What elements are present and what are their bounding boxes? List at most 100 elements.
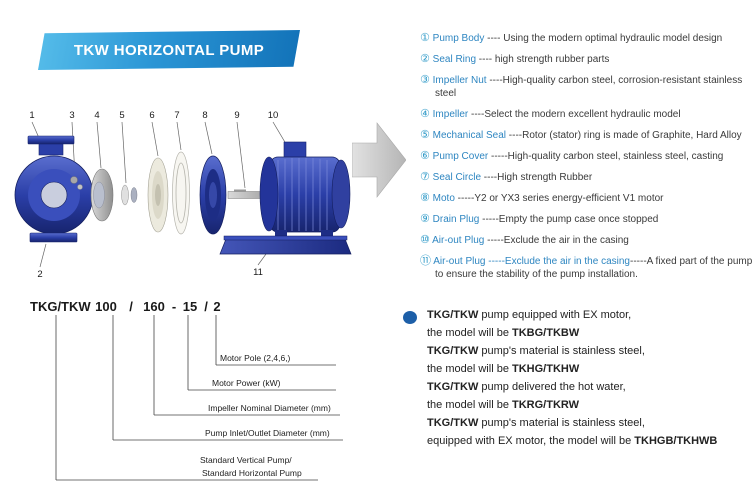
note-line: the model will be TKHG/TKHW — [427, 360, 756, 378]
diagram-number-6: 6 — [149, 110, 154, 121]
pump-exploded-diagram: 1 3 4 5 6 7 8 9 10 2 11 — [14, 110, 352, 280]
part-description: ----Select the modern excellent hydrauli… — [468, 109, 681, 120]
part-name: Pump Cover — [432, 151, 489, 162]
part-item-7: ⑦ Seal Circle ----High strength Rubber — [420, 171, 754, 184]
part-name: Moto — [432, 193, 455, 204]
model-label-standard-2: Standard Horizontal Pump — [202, 468, 302, 478]
note-item-2: TKG/TKW pump's material is stainless ste… — [427, 342, 756, 378]
diagram-number-11: 11 — [253, 267, 263, 278]
part-description: -----Exclude the air in the casing — [484, 235, 629, 246]
note-text: pump delivered the hot water, — [478, 381, 626, 393]
part-numbers: 1 3 4 5 6 7 8 9 10 2 11 — [29, 110, 278, 280]
motor-bracket-part — [199, 155, 227, 235]
part-number: ⑤ — [420, 129, 430, 141]
part-number: ⑧ — [420, 192, 430, 204]
model-label-power: Motor Power (kW) — [212, 378, 281, 388]
part-description: ----High strength Rubber — [481, 172, 593, 183]
part-item-3: ③ Impeller Nut ----High-quality carbon s… — [420, 74, 754, 100]
note-text: the model will be — [427, 363, 512, 375]
diagram-number-9: 9 — [234, 110, 239, 121]
part-name: Impeller — [432, 109, 469, 120]
motor-part — [259, 141, 351, 238]
part-description: ----High-quality carbon steel, corrosion… — [435, 75, 743, 99]
note-series: TKG/TKW — [427, 417, 479, 429]
model-labels: Motor Pole (2,4,6,) Motor Power (kW) Imp… — [200, 353, 331, 478]
model-code-pole: 2 — [213, 299, 220, 314]
diagram-number-3: 3 — [69, 110, 74, 121]
note-series: TKG/TKW — [427, 381, 479, 393]
part-number: ③ — [420, 74, 430, 86]
title-banner: TKW HORIZONTAL PUMP — [38, 30, 300, 70]
part-item-5: ⑤ Mechanical Seal ----Rotor (stator) rin… — [420, 129, 754, 142]
flow-arrow-icon — [352, 122, 406, 198]
diagram-number-2: 2 — [37, 269, 42, 280]
model-label-pole: Motor Pole (2,4,6,) — [220, 353, 291, 363]
part-name: Impeller Nut — [432, 75, 487, 86]
note-text: pump's material is stainless steel, — [478, 345, 645, 357]
part-number: ⑪ — [420, 255, 431, 267]
diagram-number-4: 4 — [94, 110, 99, 121]
model-callout-lines — [55, 315, 343, 481]
note-line: TKG/TKW pump's material is stainless ste… — [427, 342, 756, 360]
note-text: equipped with EX motor, the model will b… — [427, 435, 635, 447]
seal-circle-part — [172, 151, 190, 235]
model-notes: TKG/TKW pump equipped with EX motor, the… — [398, 306, 756, 450]
parts-list: ① Pump Body ---- Using the modern optima… — [420, 32, 754, 289]
model-code-series: TKG/TKW — [30, 299, 91, 314]
page-title: TKW HORIZONTAL PUMP — [73, 41, 265, 59]
model-code-slash-2: / — [204, 299, 208, 314]
part-description: ---- Using the modern optimal hydraulic … — [484, 33, 723, 44]
part-number: ⑦ — [420, 171, 430, 183]
model-label-standard-1: Standard Vertical Pump/ — [200, 455, 292, 465]
part-name: Drain Plug — [432, 214, 480, 225]
part-name: Air-out Plug — [432, 235, 485, 246]
part-item-6: ⑥ Pump Cover -----High-quality carbon st… — [420, 150, 754, 163]
note-text: the model will be — [427, 399, 512, 411]
note-text: pump equipped with EX motor, — [478, 309, 632, 321]
note-text: pump's material is stainless steel, — [478, 417, 645, 429]
part-name: Mechanical Seal — [432, 130, 507, 141]
note-line: TKG/TKW pump's material is stainless ste… — [427, 414, 756, 432]
part-description: -----High-quality carbon steel, stainles… — [488, 151, 724, 162]
note-series: TKG/TKW — [427, 345, 479, 357]
bullet-dot-icon — [403, 311, 417, 324]
part-number: ⑨ — [420, 213, 430, 225]
note-model-code: TKHGB/TKHWB — [634, 435, 718, 447]
part-number: ② — [420, 53, 430, 65]
note-series: TKG/TKW — [427, 309, 479, 321]
note-model-code: TKHG/TKHW — [512, 363, 580, 375]
model-code: TKG/TKW 100 / 160 - 15 / 2 — [30, 299, 221, 314]
model-code-slash-1: / — [129, 299, 133, 314]
motor-base-part — [219, 235, 352, 255]
diagram-number-10: 10 — [268, 110, 279, 121]
diagram-number-8: 8 — [202, 110, 207, 121]
note-model-code: TKRG/TKRW — [512, 399, 580, 411]
part-item-4: ④ Impeller ----Select the modern excelle… — [420, 108, 754, 121]
pump-body-part — [14, 135, 94, 243]
model-code-dash: - — [172, 299, 176, 314]
part-item-11: ⑪ Air-out Plug -----Exclude the air in t… — [420, 255, 754, 281]
part-description: ---- high strength rubber parts — [476, 54, 610, 65]
part-item-9: ⑨ Drain Plug -----Empty the pump case on… — [420, 213, 754, 226]
model-code-diagram: TKG/TKW 100 / 160 - 15 / 2 Motor Pole (2… — [30, 299, 343, 481]
model-label-inlet: Pump Inlet/Outlet Diameter (mm) — [205, 428, 330, 438]
diagram-number-1: 1 — [29, 110, 34, 121]
part-item-8: ⑧ Moto -----Y2 or YX3 series energy-effi… — [420, 192, 754, 205]
mechanical-seal-part — [121, 184, 138, 206]
diagram-number-5: 5 — [119, 110, 124, 121]
impeller-part — [90, 168, 114, 222]
part-name: Pump Body — [432, 33, 485, 44]
model-code-impeller: 160 — [143, 299, 165, 314]
part-name: Seal Circle — [432, 172, 482, 183]
part-number: ⑥ — [420, 150, 430, 162]
part-item-10: ⑩ Air-out Plug -----Exclude the air in t… — [420, 234, 754, 247]
part-number: ④ — [420, 108, 430, 120]
pump-cover-part — [147, 157, 169, 233]
model-code-power: 15 — [183, 299, 197, 314]
part-number: ⑩ — [420, 234, 430, 246]
impeller-nut-part — [70, 176, 83, 190]
diagram-number-7: 7 — [174, 110, 179, 121]
part-item-1: ① Pump Body ---- Using the modern optima… — [420, 32, 754, 45]
part-desc-highlight: -----Exclude the air in the casing — [485, 256, 630, 267]
